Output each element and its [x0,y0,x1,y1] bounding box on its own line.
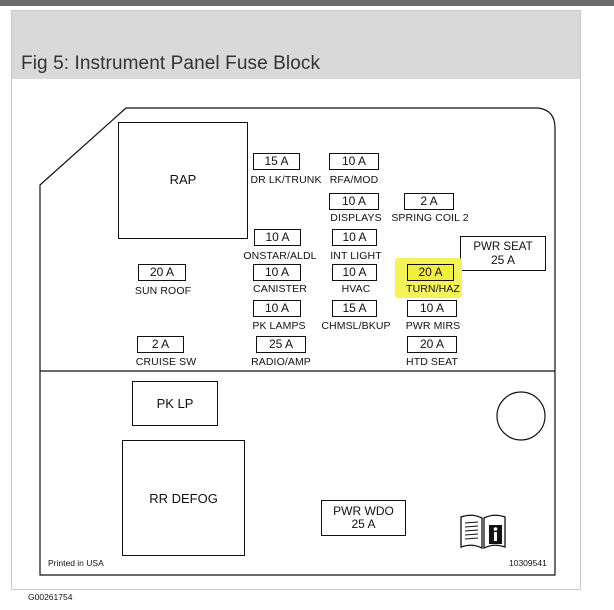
fuse-displays: 10 A [329,193,379,210]
fuse-rfa-mod: 10 A [329,153,379,170]
manual-book-icon [460,514,506,550]
caption-bar [12,11,580,79]
fuse-canister: 10 A [253,264,301,281]
fuse-int-light: 10 A [332,229,377,246]
fuse-cruise-sw: 2 A [137,336,184,353]
fuse-pwr-mirs: 10 A [407,300,457,317]
pwr-wdo-breaker: PWR WDO 25 A [321,500,406,536]
fuse-radio-amp: 25 A [256,336,306,353]
fuse-label-chmsl-bkup: CHMSL/BKUP [321,320,391,332]
fuse-label-htd-seat: HTD SEAT [406,356,458,368]
fuse-hvac: 10 A [332,264,377,281]
pwr-wdo-label: PWR WDO [333,504,394,518]
fuse-label-pwr-mirs: PWR MIRS [405,320,461,332]
fuse-sun-roof: 20 A [138,264,186,281]
fuse-label-rfa-mod: RFA/MOD [329,174,379,186]
figure-id-text: G00261754 [28,592,73,602]
rr-defog-block: RR DEFOG [122,440,245,556]
pwr-wdo-amp: 25 A [351,517,376,531]
rap-block: RAP [118,122,248,239]
pk-lp-block: PK LP [132,381,218,426]
fuse-label-dr-lk-trunk: DR LK/TRUNK [250,174,322,186]
fuse-label-displays: DISPLAYS [330,212,382,224]
part-number-text: 10309541 [509,558,547,568]
fuse-label-radio-amp: RADIO/AMP [251,356,311,368]
fuse-label-canister: CANISTER [253,283,307,295]
fuse-label-onstar-aldl: ONSTAR/ALDL [243,250,317,262]
pwr-seat-breaker: PWR SEAT 25 A [460,236,546,271]
fuse-dr-lk-trunk: 15 A [253,153,300,170]
fuse-htd-seat: 20 A [407,336,457,353]
pwr-seat-label: PWR SEAT [473,240,533,253]
printed-in-usa-text: Printed in USA [48,558,104,568]
pwr-seat-amp: 25 A [490,252,516,267]
fuse-pk-lamps: 10 A [253,300,301,317]
fuse-turn-haz: 20 A [407,264,454,281]
fuse-label-hvac: HVAC [341,283,371,295]
fuse-onstar-aldl: 10 A [254,229,301,246]
pk-lp-label: PK LP [156,396,194,411]
fuse-label-pk-lamps: PK LAMPS [252,320,306,332]
rr-defog-label: RR DEFOG [149,490,218,506]
fuse-label-int-light: INT LIGHT [330,250,382,262]
fuse-label-cruise-sw: CRUISE SW [135,356,197,368]
fuse-spring-coil: 2 A [404,193,454,210]
fuse-label-sun-roof: SUN ROOF [134,285,192,297]
fuse-label-turn-haz: TURN/HAZ [406,283,460,295]
fuse-chmsl-bkup: 15 A [332,300,377,317]
fuse-label-spring-coil: SPRING COIL 2 [391,212,469,224]
rap-label: RAP [169,172,197,187]
figure-caption: Fig 5: Instrument Panel Fuse Block [21,53,321,74]
window-top-bar [0,0,614,6]
